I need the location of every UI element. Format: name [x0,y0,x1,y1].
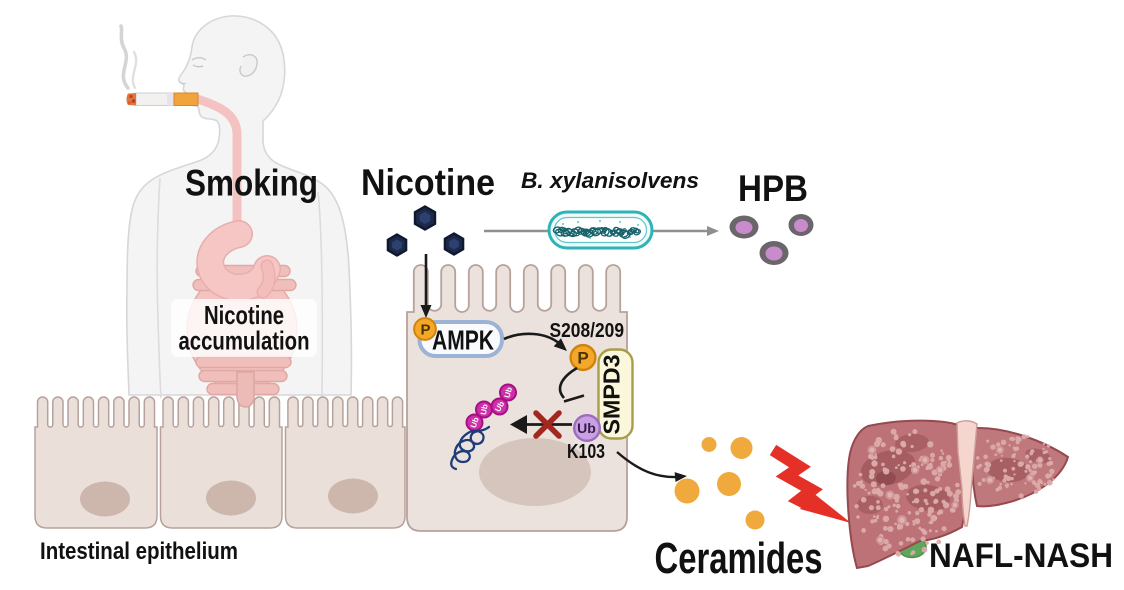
svg-text:SMPD3: SMPD3 [599,355,625,435]
svg-text:Nicotine: Nicotine [204,300,284,330]
svg-text:S208/209: S208/209 [550,319,625,342]
svg-text:Smoking: Smoking [185,162,318,204]
svg-text:AMPK: AMPK [432,325,494,356]
svg-text:Ub: Ub [577,420,596,436]
svg-text:Ub: Ub [503,386,514,399]
svg-text:Nicotine: Nicotine [361,162,495,203]
svg-text:P: P [420,322,430,339]
svg-text:Ub: Ub [479,403,490,415]
svg-text:P: P [577,349,588,368]
svg-text:accumulation: accumulation [179,326,310,356]
svg-text:HPB: HPB [738,168,808,209]
svg-text:K103: K103 [567,440,605,463]
svg-text:NAFL-NASH: NAFL-NASH [929,537,1113,575]
svg-text:Intestinal epithelium: Intestinal epithelium [40,538,238,565]
svg-text:Ub: Ub [469,416,481,429]
svg-text:Ceramides: Ceramides [655,534,823,583]
svg-text:B. xylanisolvens: B. xylanisolvens [521,168,699,193]
